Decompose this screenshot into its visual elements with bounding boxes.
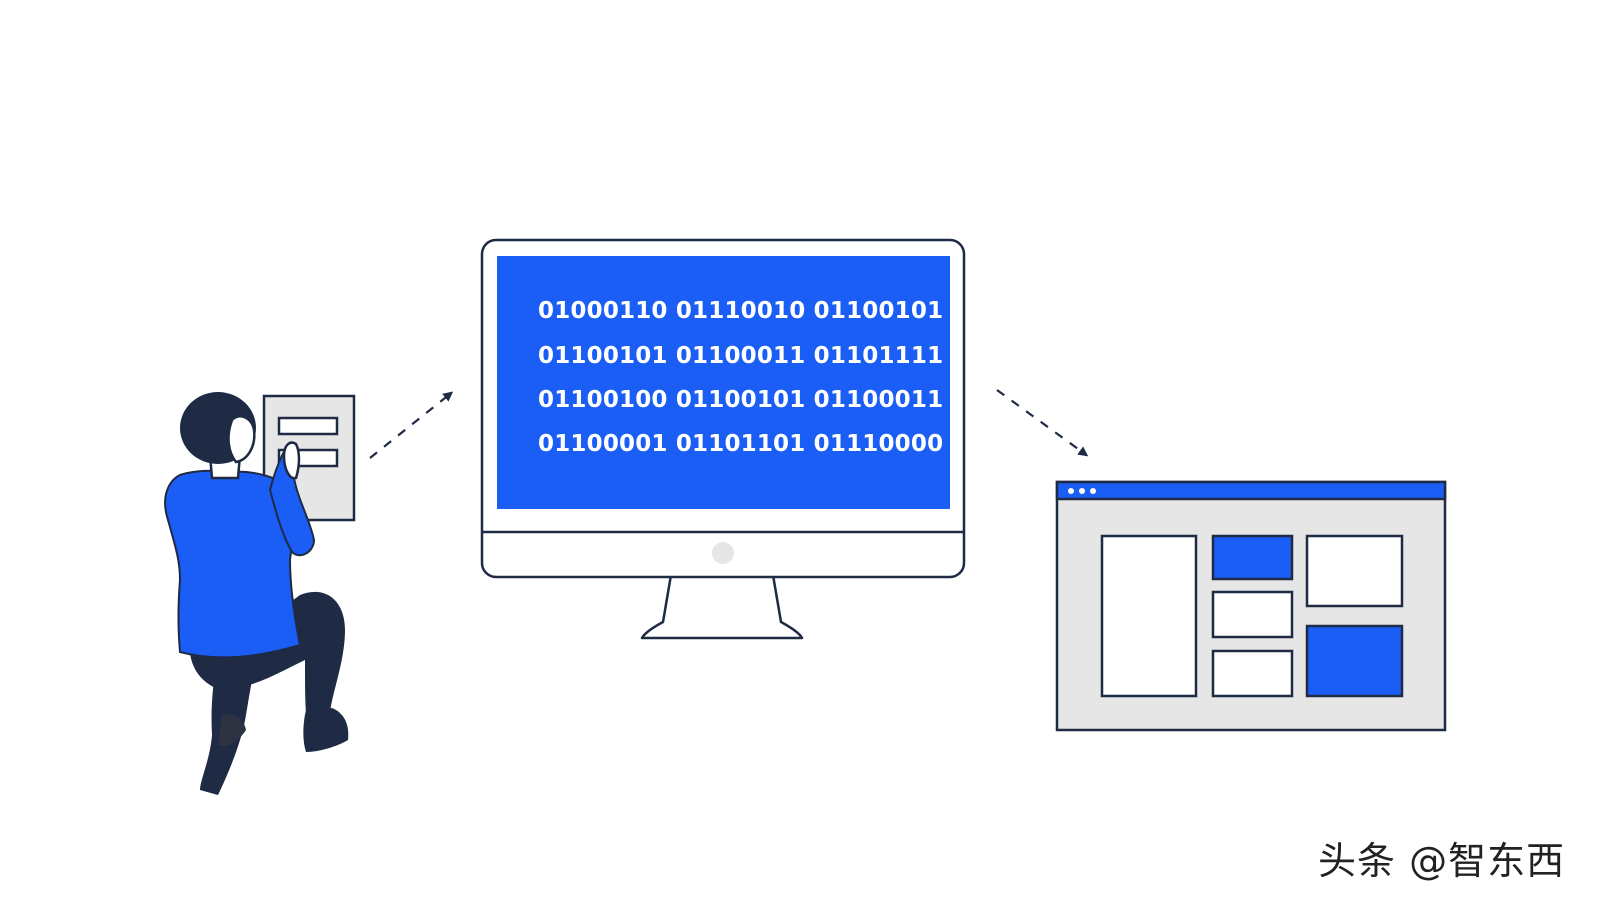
person-illustration [164,392,356,795]
browser-title-bar [1055,480,1447,501]
layout-block-tall [1100,534,1198,698]
layout-block-small [1211,590,1294,639]
monitor-stand [640,573,804,640]
layout-block-blue-wide [1305,624,1404,698]
watermark-text: 头条 @智东西 [1318,839,1566,883]
browser-dot-icon [1079,488,1085,494]
layout-block-wide [1305,534,1404,608]
arrow-person-to-monitor [369,391,454,459]
person-hand [282,441,301,480]
monitor-power-dot [712,542,734,564]
arrow-monitor-to-browser [996,389,1089,457]
browser-window-illustration [1055,480,1447,732]
binary-line-2: 01100101 01100011 01101111 [538,343,943,369]
layout-block-small [1211,649,1294,698]
binary-line-4: 01100001 01101101 01110000 [538,431,943,457]
layout-block-blue-small [1211,534,1294,581]
person-back-knee-shade [218,714,246,746]
browser-dot-icon [1068,488,1074,494]
binary-line-3: 01100100 01100101 01100011 [538,387,943,413]
person-face [227,415,256,464]
browser-dot-icon [1090,488,1096,494]
person-shoe [303,708,349,752]
monitor-illustration: 01000110 01110010 01100101 01100101 0110… [480,238,966,640]
binary-line-1: 01000110 01110010 01100101 [538,298,943,324]
person-shirt [164,469,302,659]
monitor-screen [497,256,950,509]
